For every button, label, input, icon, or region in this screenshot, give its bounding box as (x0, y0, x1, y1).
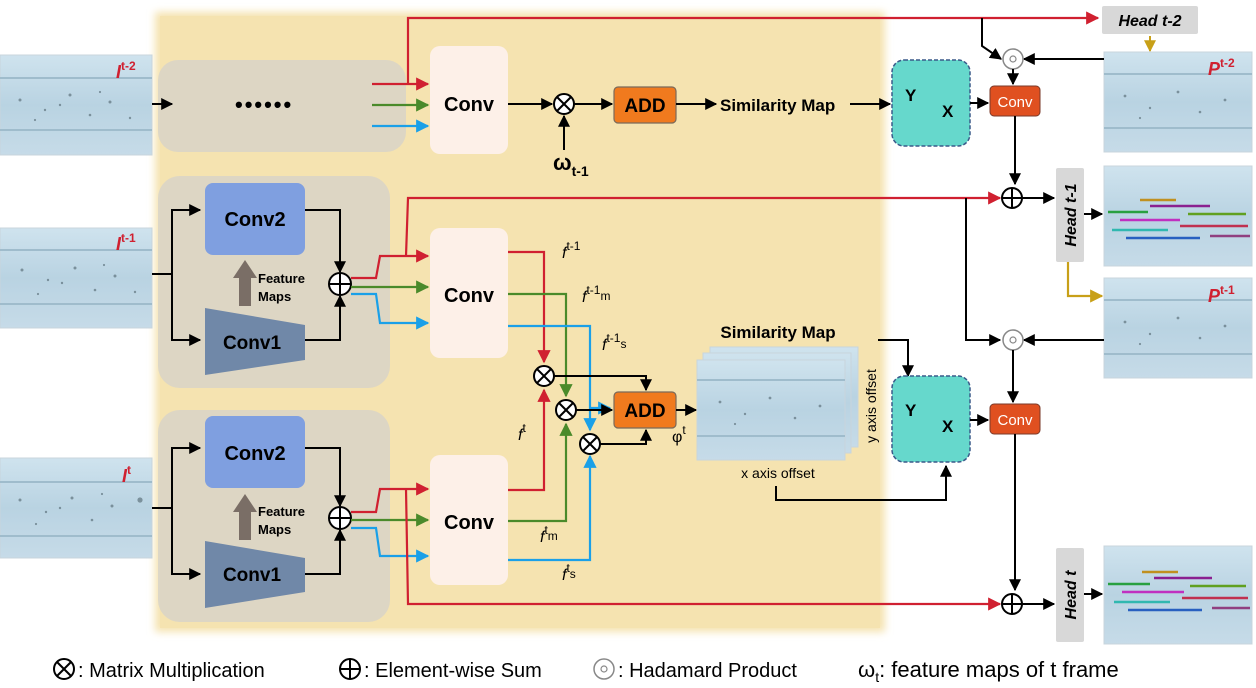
top-right-conv-label: Conv (997, 94, 1033, 111)
feature-maps-text-t-line1: Feature (258, 504, 305, 519)
legend-sum-text: : Element-wise Sum (364, 660, 542, 682)
prediction-frame-t-1: Pt-1 (1104, 278, 1252, 378)
svg-text:Y: Y (905, 401, 917, 420)
conv-label-t: Conv (444, 512, 495, 534)
prediction-frame-t-2: Pt-2 (1104, 52, 1252, 152)
head-t-badge: Head t (1056, 548, 1084, 642)
similarity-map-stack (697, 347, 858, 460)
sum-operator-t-1 (329, 273, 351, 295)
x-axis-offset-label: x axis offset (741, 465, 815, 481)
svg-text:Head t-1: Head t-1 (1063, 183, 1080, 246)
input-frame-t-1: It-1 (0, 228, 152, 328)
legend-matmul-text: : Matrix Multiplication (78, 660, 265, 682)
legend-hadamard-text: : Hadamard Product (618, 660, 797, 682)
similarity-map-title: Similarity Map (720, 323, 835, 342)
top-similarity-label: Similarity Map (720, 96, 835, 115)
top-branch-dots: •••••• (235, 92, 293, 117)
y-axis-offset-label: y axis offset (863, 369, 879, 443)
legend: : Matrix Multiplication : Element-wise S… (54, 657, 1119, 685)
head-t-2-badge: Head t-2 (1102, 6, 1198, 34)
feature-maps-text-t-line2: Maps (258, 522, 291, 537)
legend-omega-text: ωt: feature maps of t frame (858, 657, 1119, 685)
track-result-t (1104, 546, 1252, 644)
conv1-label-t: Conv1 (223, 565, 282, 586)
top-add-label: ADD (624, 96, 665, 117)
conv2-label-t: Conv2 (224, 443, 285, 465)
conv-label-t-1: Conv (444, 285, 495, 307)
conv1-label-t-1: Conv1 (223, 333, 282, 354)
top-conv-label: Conv (444, 94, 495, 116)
feature-maps-text-t-1-line1: Feature (258, 271, 305, 286)
conv2-label-t-1: Conv2 (224, 209, 285, 231)
svg-text:X: X (942, 102, 954, 121)
top-matmul-operator (554, 94, 574, 114)
sum-operator-t (329, 507, 351, 529)
matmul-operator-1 (534, 366, 554, 386)
legend-hadamard-symbol (594, 659, 614, 679)
top-hadamard-operator (1003, 49, 1023, 69)
head-t-1-badge: Head t-1 (1056, 168, 1084, 262)
sum-operator-right-t-1 (1002, 188, 1022, 208)
middle-right-conv-label: Conv (997, 412, 1033, 429)
legend-sum-symbol (340, 659, 360, 679)
top-yx-box: Y X (892, 60, 970, 146)
matmul-operator-3 (580, 434, 600, 454)
svg-text:X: X (942, 417, 954, 436)
track-result-t-1 (1104, 166, 1252, 266)
legend-matmul-symbol (54, 659, 74, 679)
input-frame-t: It (0, 458, 152, 558)
middle-add-label: ADD (624, 401, 665, 422)
feature-maps-text-t-1-line2: Maps (258, 289, 291, 304)
svg-text:Head t: Head t (1063, 570, 1080, 620)
middle-hadamard-operator (1003, 330, 1023, 350)
sum-operator-right-t (1002, 594, 1022, 614)
input-frame-t-2: It-2 (0, 55, 152, 155)
svg-text:Head t-2: Head t-2 (1118, 13, 1181, 30)
svg-text:Y: Y (905, 86, 917, 105)
middle-yx-box: Y X (892, 376, 970, 462)
matmul-operator-2 (556, 400, 576, 420)
